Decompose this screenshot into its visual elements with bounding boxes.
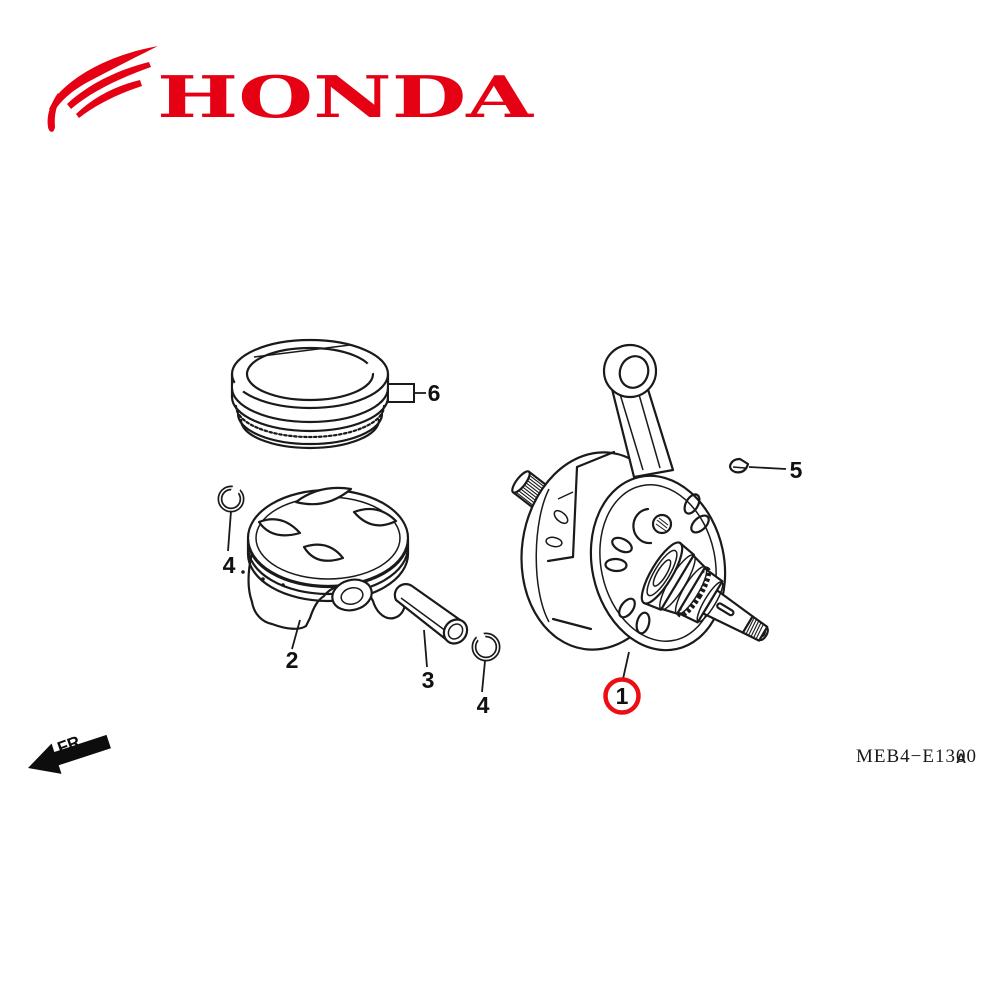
part-label-2: 2 (286, 647, 299, 673)
part-label-4b: 4 (477, 692, 490, 718)
honda-wing-icon (47, 46, 158, 132)
valve-pocket (352, 507, 398, 527)
callout-5[interactable]: 5 (748, 457, 803, 483)
valve-pocket (294, 486, 353, 506)
part-label-4a: 4 (223, 552, 236, 578)
valve-pocket (302, 543, 345, 562)
callout-1[interactable]: 1 (603, 651, 641, 715)
output-shaft (640, 541, 769, 642)
piston-pin-drawing (393, 583, 469, 645)
crankshaft-drawing (511, 343, 769, 652)
fr-direction-indicator: FR. (28, 731, 111, 774)
callout-2[interactable]: 2 (286, 619, 301, 673)
honda-logo: HONDA (47, 46, 534, 132)
piston-drawing (241, 486, 410, 630)
valve-pocket (257, 518, 302, 537)
connecting-rod (602, 343, 675, 479)
woodruff-key-drawing (728, 457, 750, 474)
ring-gap (365, 362, 377, 374)
honda-wordmark: HONDA (157, 64, 534, 131)
callout-4a[interactable]: 4 (223, 510, 236, 578)
part-label-3: 3 (422, 667, 435, 693)
diagram-code-suffix: A (956, 750, 966, 766)
pin-clip-right-drawing (471, 627, 501, 662)
diagram-code-text: MEB4−E1300 (856, 746, 977, 767)
ring-gap (233, 381, 245, 393)
piston-ring-set-drawing (230, 338, 390, 450)
keyway-slot (716, 602, 735, 617)
diagram-code: MEB4−E1300 A (856, 746, 977, 767)
pin-boss-hole (331, 578, 373, 612)
callout-4b[interactable]: 4 (477, 660, 490, 718)
callout-3[interactable]: 3 (422, 629, 435, 693)
part-label-5: 5 (790, 457, 803, 483)
web-slots (604, 493, 710, 635)
highlight-circle (603, 677, 641, 715)
fr-arrow-icon (28, 734, 111, 774)
callout-6[interactable]: 6 (387, 380, 441, 406)
part-label-6: 6 (428, 380, 441, 406)
pin-clip-left-drawing (217, 479, 245, 513)
part-label-1: 1 (616, 683, 629, 709)
